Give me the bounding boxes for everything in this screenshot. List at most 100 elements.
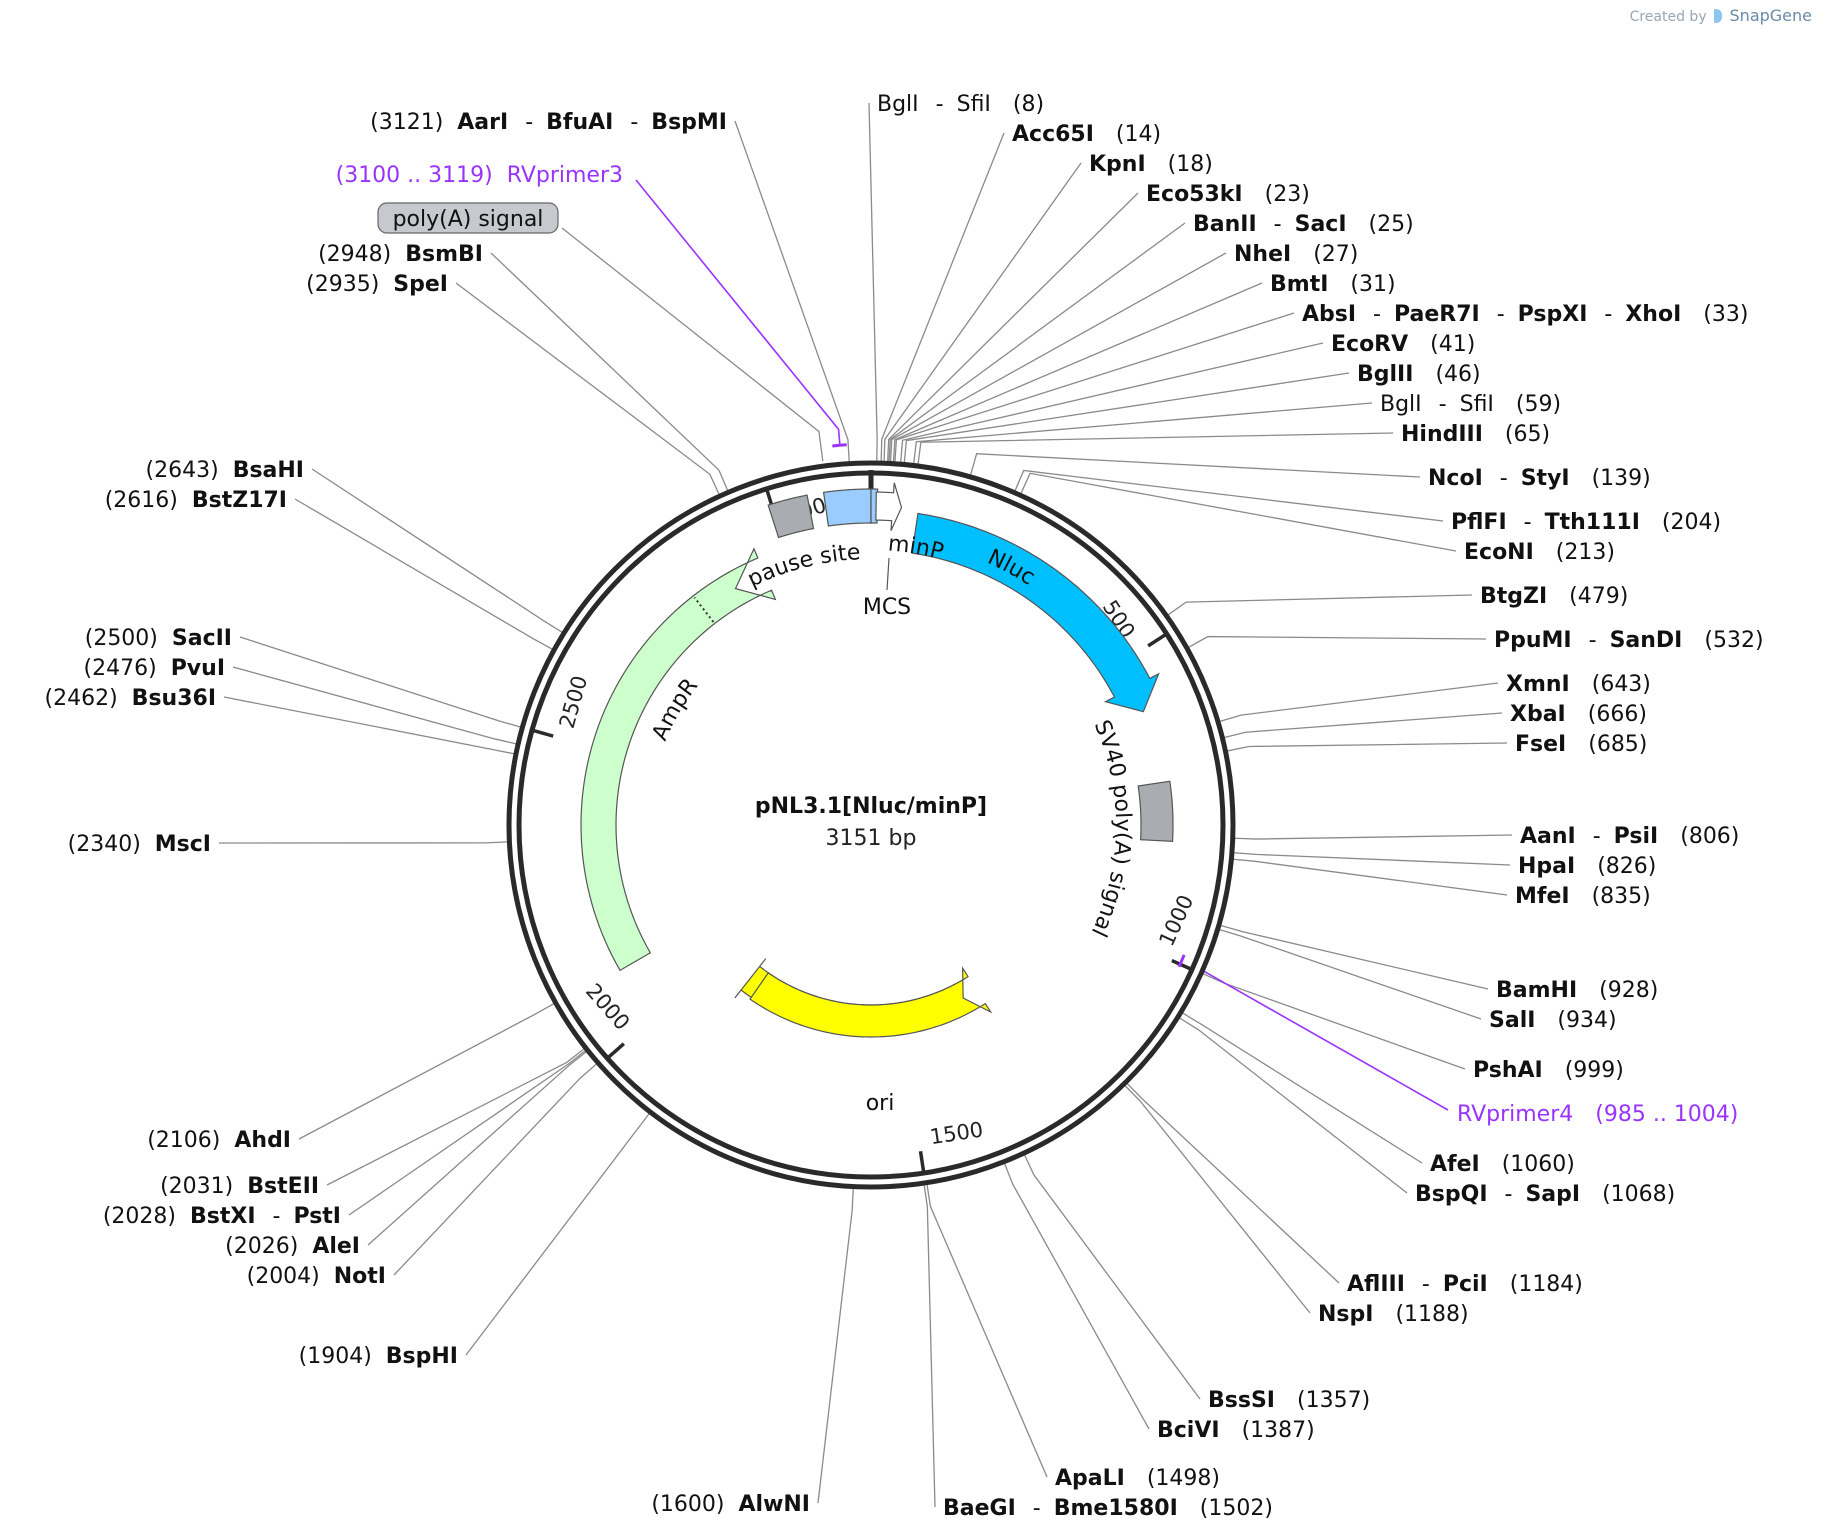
enzyme-label: BglII(46)	[1357, 362, 1481, 387]
enzyme-leader-line	[294, 498, 553, 650]
enzyme-leader-line	[218, 841, 508, 844]
tick-mark-2000	[607, 1042, 626, 1059]
enzyme-leader-line	[1179, 1017, 1408, 1194]
enzyme-text: (139)	[1592, 466, 1651, 491]
enzyme-text: (14)	[1116, 122, 1161, 147]
enzyme-leader-line	[892, 282, 1263, 462]
enzyme-text: (1387)	[1242, 1418, 1315, 1443]
enzyme-leader-line	[393, 1063, 597, 1276]
enzyme-text: -	[929, 92, 951, 117]
feature-label-ori: ori	[866, 1091, 895, 1116]
enzyme-text: Bme1580I	[1054, 1496, 1178, 1521]
enzyme-label: BssSI(1357)	[1208, 1388, 1370, 1413]
enzyme-label: (2106) AhdI	[147, 1128, 291, 1153]
enzyme-text: (1068)	[1602, 1182, 1675, 1207]
enzyme-leader-line	[817, 1188, 854, 1504]
enzyme-label: XmnI(643)	[1506, 672, 1651, 697]
polya-signal-label-box	[377, 202, 559, 234]
enzyme-text: -	[1582, 628, 1604, 653]
enzyme-leader-line	[1004, 1163, 1150, 1430]
enzyme-leader-line	[1233, 858, 1508, 896]
plasmid-length: 3151 bp	[826, 826, 917, 851]
enzyme-text: BanII	[1193, 212, 1257, 237]
enzyme-text: SfiI	[957, 92, 991, 117]
enzyme-text: PpuMI	[1494, 628, 1572, 653]
enzyme-leader-line	[232, 666, 517, 745]
enzyme-text: (835)	[1592, 884, 1651, 909]
enzyme-text: (2028)	[103, 1204, 176, 1229]
enzyme-text: (806)	[1680, 824, 1739, 849]
enzyme-label: AbsI - PaeR7I - PspXI - XhoI(33)	[1302, 302, 1748, 327]
enzyme-label: NspI(1188)	[1318, 1302, 1469, 1327]
enzyme-text: (685)	[1588, 732, 1647, 757]
enzyme-label: BtgZI(479)	[1480, 584, 1628, 609]
enzyme-text: EcoNI	[1464, 540, 1534, 565]
enzyme-text: (23)	[1265, 182, 1310, 207]
enzyme-leader-line	[888, 222, 1186, 462]
enzyme-text: (2106)	[147, 1128, 220, 1153]
enzyme-text: -	[1267, 212, 1289, 237]
enzyme-text: BspHI	[386, 1344, 458, 1369]
enzyme-leader-line	[883, 162, 1082, 462]
enzyme-leader-line	[1188, 635, 1487, 648]
enzyme-leader-line	[887, 192, 1139, 462]
enzyme-text: (1600)	[651, 1492, 724, 1517]
enzyme-label: (2643)BsaHI	[146, 458, 304, 483]
enzyme-leader-line	[1233, 852, 1511, 866]
enzyme-text: (1904)	[299, 1344, 372, 1369]
primer-rvprimer3-label: (3100 .. 3119) RVprimer3	[336, 163, 623, 188]
enzyme-text: (31)	[1350, 272, 1395, 297]
enzyme-leader-line	[900, 342, 1324, 463]
enzyme-leader-line	[1227, 742, 1508, 752]
primer-name: RVprimer3	[507, 163, 623, 188]
enzyme-leader-line	[926, 1184, 1048, 1478]
enzyme-text: -	[1490, 302, 1512, 327]
enzyme-text: PaeR7I	[1394, 302, 1480, 327]
enzyme-text: (3121)	[370, 110, 443, 135]
enzyme-label: (2004)NotI	[247, 1264, 386, 1289]
enzyme-leader-line	[239, 636, 521, 728]
enzyme-leader-line	[465, 1113, 650, 1356]
enzyme-text: AlwNI	[739, 1492, 811, 1517]
enzyme-leader-line	[1220, 924, 1489, 990]
enzyme-text: (41)	[1430, 332, 1475, 357]
enzyme-text: AanI	[1520, 824, 1576, 849]
enzyme-leader-line	[311, 468, 563, 633]
feature-label-pause-site: pause site	[744, 540, 861, 592]
primer-range: (3100 .. 3119)	[336, 163, 493, 188]
enzyme-text: Tth111I	[1545, 510, 1640, 535]
enzyme-label: NcoI - StyI(139)	[1428, 466, 1651, 491]
enzyme-label: (2476)PvuI	[84, 656, 225, 681]
enzyme-label: SalI(934)	[1489, 1008, 1617, 1033]
enzyme-text: (1498)	[1147, 1466, 1220, 1491]
enzyme-text: (204)	[1662, 510, 1721, 535]
enzyme-leader-line	[1167, 594, 1473, 616]
enzyme-text: SacI	[1295, 212, 1347, 237]
enzyme-label: AanI - PsiI(806)	[1520, 824, 1739, 849]
snapgene-logo-icon	[1714, 9, 1723, 23]
enzyme-text: PvuI	[171, 656, 225, 681]
enzyme-text: -	[623, 110, 645, 135]
enzyme-label: HpaI(826)	[1518, 854, 1656, 879]
primer-rvprimer4-leader	[1201, 969, 1449, 1111]
enzyme-leader-line	[1126, 1083, 1340, 1284]
enzyme-label: (2616)BstZ17I	[105, 488, 287, 513]
enzyme-label: BglI - SfiI(59)	[1380, 392, 1561, 417]
enzyme-text: BaeGI	[943, 1496, 1016, 1521]
enzyme-text: FseI	[1515, 732, 1566, 757]
enzyme-text: (65)	[1505, 422, 1550, 447]
enzyme-text: AhdI	[234, 1128, 291, 1153]
enzyme-label: NheI(27)	[1234, 242, 1358, 267]
enzyme-leader-line	[1014, 469, 1444, 522]
enzyme-label: EcoRV(41)	[1331, 332, 1475, 357]
enzyme-text: BmtI	[1270, 272, 1328, 297]
enzyme-label: (1600) AlwNI	[651, 1492, 810, 1517]
enzyme-label: (2462)Bsu36I	[45, 686, 216, 711]
enzyme-text: (2462)	[45, 686, 118, 711]
tick-label-2000: 2000	[581, 979, 634, 1035]
enzyme-leader-line	[903, 372, 1350, 463]
enzyme-text: PshAI	[1473, 1058, 1543, 1083]
enzyme-text: SpeI	[393, 272, 448, 297]
